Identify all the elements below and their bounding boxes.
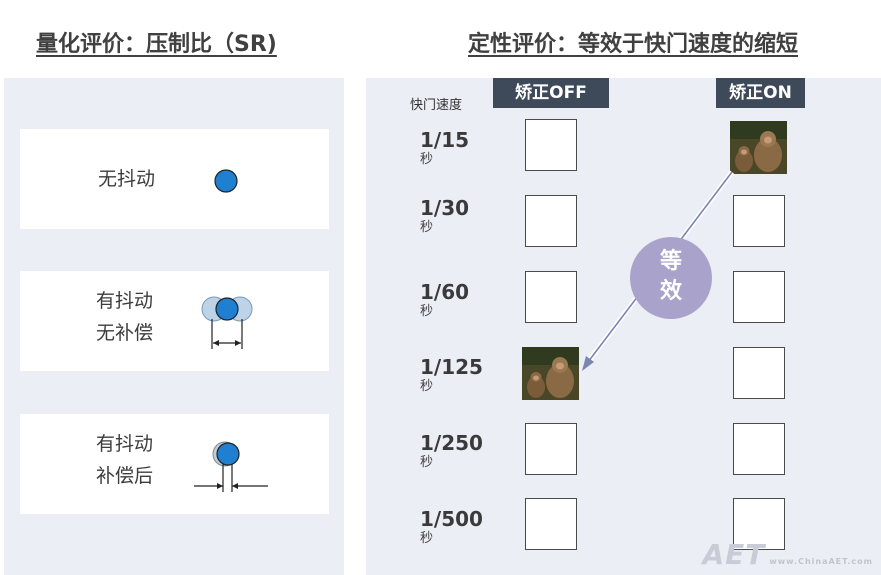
centered-dot-icon <box>214 169 238 193</box>
speed-label-1-250: 1/250 秒 <box>420 431 500 471</box>
off-empty-box-1-250 <box>525 423 577 475</box>
title-quantitative: 量化评价：压制比（SR) <box>36 32 277 57</box>
off-monkey-photo <box>522 347 579 400</box>
on-empty-box-1-500 <box>733 498 785 550</box>
monkey-photo-icon <box>522 347 579 400</box>
speed-unit: 秒 <box>420 152 434 167</box>
shutter-speed-header: 快门速度 <box>410 98 463 113</box>
compensated-dot-icon <box>194 441 268 492</box>
monkey-photo-icon <box>730 121 787 174</box>
speed-label-1-500: 1/500 秒 <box>420 507 500 547</box>
equivalence-char-1: 等 <box>659 249 682 274</box>
speed-label-1-15: 1/15 秒 <box>420 128 500 168</box>
watermark-logo-text: AET <box>702 538 766 571</box>
speed-value: 1/15 <box>420 128 470 152</box>
card-label-line1: 有抖动 <box>96 433 154 455</box>
speed-value: 1/125 <box>420 355 483 379</box>
column-header-on: 矫正ON <box>716 78 805 108</box>
right-panel <box>366 78 881 575</box>
on-empty-box-1-250 <box>733 423 785 475</box>
speed-unit: 秒 <box>420 531 434 546</box>
blurred-dot-icon <box>201 296 253 349</box>
watermark-site: www.ChinaAET.com <box>769 557 873 566</box>
speed-value: 1/30 <box>420 196 470 220</box>
speed-value: 1/500 <box>420 507 483 531</box>
off-empty-box-1-30 <box>525 195 577 247</box>
on-empty-box-1-60 <box>733 271 785 323</box>
card-label-line2: 补偿后 <box>96 465 154 487</box>
card-label-line2: 无补偿 <box>96 322 154 344</box>
speed-unit: 秒 <box>420 220 434 235</box>
speed-label-1-125: 1/125 秒 <box>420 355 500 395</box>
speed-unit: 秒 <box>420 304 434 319</box>
column-header-off: 矫正OFF <box>493 78 609 108</box>
card-label-line1: 有抖动 <box>96 290 154 312</box>
on-monkey-photo <box>730 121 787 174</box>
on-empty-box-1-125 <box>733 347 785 399</box>
off-empty-box-1-500 <box>525 498 577 550</box>
title-qualitative: 定性评价：等效于快门速度的缩短 <box>468 32 799 57</box>
speed-label-1-30: 1/30 秒 <box>420 196 500 236</box>
speed-unit: 秒 <box>420 455 434 470</box>
off-empty-box-1-15 <box>525 119 577 171</box>
card-no-shake: 无抖动 <box>20 129 329 229</box>
card-shake-compensated: 有抖动 补偿后 <box>20 414 329 514</box>
speed-value: 1/60 <box>420 280 470 304</box>
on-empty-box-1-30 <box>733 195 785 247</box>
speed-unit: 秒 <box>420 379 434 394</box>
equivalence-char-2: 效 <box>659 279 682 304</box>
card-label-line1: 无抖动 <box>98 168 156 190</box>
card-shake-uncompensated: 有抖动 无补偿 <box>20 271 329 371</box>
speed-label-1-60: 1/60 秒 <box>420 280 500 320</box>
speed-value: 1/250 <box>420 431 483 455</box>
equivalence-badge: 等 效 <box>630 237 712 319</box>
off-empty-box-1-60 <box>525 271 577 323</box>
